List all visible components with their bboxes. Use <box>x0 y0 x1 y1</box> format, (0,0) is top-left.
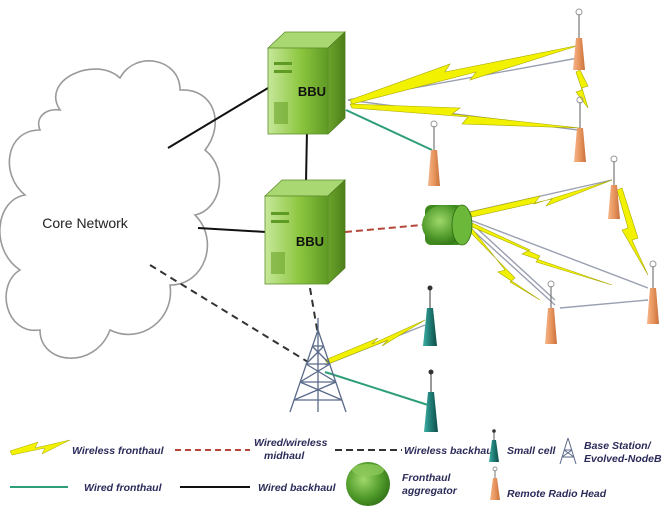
core-network-label: Core Network <box>42 215 129 231</box>
antenna-icon <box>610 155 618 163</box>
wireless-backhaul-link <box>149 264 309 363</box>
small-cell <box>423 285 437 346</box>
bbu-label: BBU <box>296 234 324 249</box>
lightning-bolt-icon <box>349 44 581 105</box>
bbu-label: BBU <box>298 84 326 99</box>
wired-backhaul-link <box>197 227 267 233</box>
remote-radio-head-icon <box>490 466 500 500</box>
antenna-icon <box>427 285 433 291</box>
legend: Wireless fronthaul Wired/wireless midhau… <box>9 429 662 506</box>
wired-backhaul-link <box>167 87 269 149</box>
legend-base-station-line2: Evolved-NodeB <box>584 453 662 465</box>
remote-radio-head <box>574 96 586 162</box>
lightning-bolt-icon <box>575 69 589 109</box>
antenna-icon <box>576 96 584 104</box>
remote-radio-head <box>647 260 659 324</box>
core-network-cloud: Core Network <box>0 60 221 359</box>
wired-fronthaul-link <box>324 371 429 406</box>
wired-backhaul-link <box>305 129 308 183</box>
wired-fronthaul-link <box>345 109 433 151</box>
legend-wired-backhaul: Wired backhaul <box>258 482 337 494</box>
legend-small-cell: Small cell <box>507 445 557 457</box>
lightning-bolt-icon <box>469 179 613 218</box>
remote-radio-head <box>573 8 585 70</box>
lightning-bolt-icon <box>616 187 649 276</box>
remote-radio-head <box>428 120 440 186</box>
remote-radio-heads <box>428 8 659 344</box>
bbu-server-bottom: BBU <box>263 179 347 285</box>
lightning-bolt-icon <box>469 221 613 286</box>
legend-wireless-fronthaul: Wireless fronthaul <box>72 445 165 457</box>
lightning-bolt-icon <box>324 319 426 365</box>
lightning-bolt-icon <box>349 103 581 129</box>
legend-wired-fronthaul: Wired fronthaul <box>84 482 163 494</box>
legend-base-station-line1: Base Station/ <box>584 440 652 452</box>
legend-midhaul-line2: midhaul <box>264 450 305 462</box>
small-cell-icon <box>489 429 499 462</box>
antenna-icon <box>649 260 657 268</box>
remote-radio-head <box>545 280 557 344</box>
remote-radio-head <box>608 155 620 219</box>
legend-remote-radio-head: Remote Radio Head <box>507 488 607 500</box>
base-station-tower <box>289 318 347 413</box>
small-cell <box>424 369 438 432</box>
legend-aggregator-line1: Fronthaul <box>402 472 451 484</box>
bbu-server-top: BBU <box>266 31 347 135</box>
midhaul-link <box>344 224 423 233</box>
wireless-fronthaul-bolts <box>324 44 649 365</box>
legend-midhaul-line1: Wired/wireless <box>254 437 328 449</box>
base-station-icon <box>559 437 577 465</box>
wireless-backhaul-link <box>309 287 319 336</box>
antenna-icon <box>547 280 555 288</box>
fronthaul-aggregator-icon <box>346 462 390 506</box>
antenna-icon <box>575 8 583 16</box>
lightning-bolt-icon <box>467 225 541 301</box>
fronthaul-aggregator <box>422 204 473 246</box>
lightning-bolt-icon <box>9 439 71 456</box>
legend-aggregator-line2: aggregator <box>402 485 458 497</box>
legend-wireless-backhaul: Wireless backhaul <box>404 445 497 457</box>
antenna-icon <box>428 369 434 375</box>
antenna-icon <box>430 120 438 128</box>
small-cells <box>423 285 438 432</box>
